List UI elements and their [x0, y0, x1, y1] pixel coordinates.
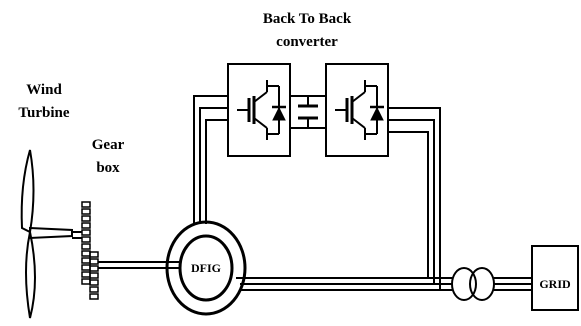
grid-block: GRID	[531, 245, 579, 311]
gear-tooth	[81, 215, 91, 222]
gear-tooth	[81, 222, 91, 229]
wind-turbine	[20, 149, 73, 319]
gear-tooth	[89, 258, 99, 265]
wind-turbine-label-line2: Turbine	[18, 105, 69, 121]
transformer	[451, 267, 495, 301]
gear-tooth	[81, 201, 91, 208]
grid-label: GRID	[539, 277, 571, 291]
grid-side-converter	[325, 63, 389, 157]
gear-tooth	[89, 265, 99, 272]
rotor-feeder-line-3	[205, 119, 228, 224]
gear-tooth	[89, 272, 99, 279]
diode-triangle	[272, 106, 286, 121]
gear-tooth	[81, 229, 91, 236]
back-to-back-converter	[227, 63, 389, 157]
gear-tooth	[89, 251, 99, 258]
turbine-blade-lower	[25, 231, 36, 319]
gear-tooth	[89, 279, 99, 286]
grid-feeder-line-3	[388, 131, 429, 278]
converter-title-line2: converter	[276, 34, 338, 50]
dfig-machine: DFIG	[165, 220, 247, 316]
dfig-rotor-ring	[178, 234, 234, 302]
gear-tooth	[81, 250, 91, 257]
gear-tooth	[81, 271, 91, 278]
stator-lines	[236, 277, 452, 291]
gear-tooth	[81, 257, 91, 264]
gear-tooth	[89, 286, 99, 293]
transformer-secondary-winding	[469, 267, 495, 301]
rotor-feeder	[193, 95, 228, 224]
grid-feeder-line-1	[388, 107, 441, 290]
igbt-stroke	[253, 91, 268, 103]
igbt-stroke	[351, 91, 366, 103]
gear-tooth	[81, 264, 91, 271]
rotor-side-converter	[227, 63, 291, 157]
diode-triangle	[370, 106, 384, 121]
dfig-label: DFIG	[191, 261, 221, 275]
wind-turbine-label-line1: Wind	[26, 82, 62, 98]
grid-box	[531, 245, 579, 311]
igbt-stroke	[351, 117, 366, 129]
igbt-diode-symbol-right	[335, 80, 384, 140]
gear-tooth	[81, 243, 91, 250]
rotor-feeder-line-2	[199, 107, 228, 224]
gear-tooth	[81, 236, 91, 243]
converter-title-line1: Back To Back	[263, 11, 352, 27]
gearbox-label-line1: Gear	[92, 137, 125, 153]
igbt-stroke	[253, 117, 268, 129]
gearbox-label-line2: box	[96, 160, 120, 176]
transformer-primary-winding	[451, 267, 477, 301]
igbt-diode-symbol-left	[237, 80, 286, 140]
grid-connection-lines	[494, 277, 532, 291]
grid-side-feeder	[388, 107, 441, 290]
gearbox	[81, 201, 99, 300]
turbine-blade-upper	[20, 149, 35, 234]
grid-feeder-line-2	[388, 119, 435, 284]
gear-tooth	[89, 293, 99, 300]
rotor-feeder-line-1	[193, 95, 228, 224]
gear-tooth	[81, 278, 91, 285]
gear-tooth	[81, 208, 91, 215]
turbine-hub	[29, 226, 73, 240]
